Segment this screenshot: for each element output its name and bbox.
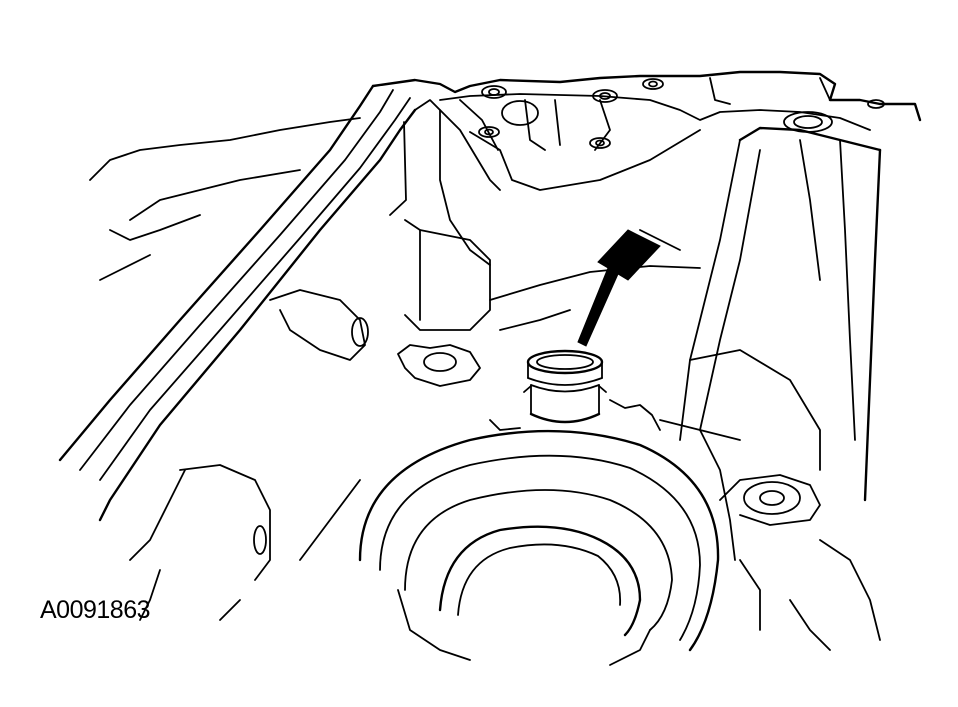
figure-id-label: A0091863 bbox=[40, 596, 151, 624]
flange-bolt-holes bbox=[478, 78, 885, 149]
center-tower bbox=[404, 99, 701, 331]
right-boss bbox=[719, 474, 881, 651]
top-flange bbox=[371, 70, 922, 191]
bearing-bore bbox=[358, 399, 720, 666]
small-boss bbox=[397, 344, 481, 387]
pointer-arrow bbox=[577, 229, 661, 347]
left-rails bbox=[58, 84, 417, 522]
plug bbox=[523, 349, 607, 424]
left-body bbox=[89, 117, 369, 621]
right-ribs bbox=[639, 126, 882, 502]
lower-right-webs bbox=[699, 429, 761, 631]
